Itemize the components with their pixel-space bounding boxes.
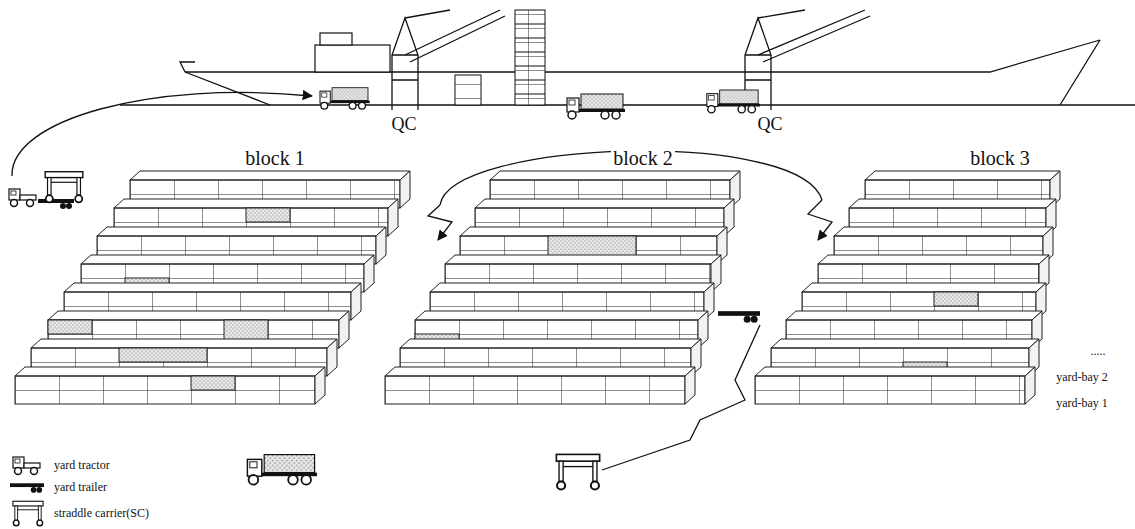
continuation-mark: ..... bbox=[1089, 345, 1108, 359]
crane-label: QC bbox=[755, 114, 784, 135]
vehicle bbox=[9, 172, 760, 490]
ship-bridge bbox=[320, 33, 352, 45]
legend-icon bbox=[10, 457, 44, 526]
block-label: block 1 bbox=[243, 147, 306, 170]
quay-crane bbox=[745, 10, 870, 110]
legend-label: straddle carrier(SC) bbox=[52, 507, 151, 521]
quay-line bbox=[120, 104, 1135, 105]
truck bbox=[320, 88, 370, 109]
legend-label: yard trailer bbox=[52, 481, 109, 495]
container-block bbox=[755, 171, 1060, 404]
yard-bay-label: yard-bay 2 bbox=[1054, 371, 1110, 385]
ship-bridge bbox=[315, 45, 390, 72]
truck bbox=[707, 90, 760, 113]
container-block bbox=[15, 171, 410, 404]
legend-label: yard tractor bbox=[52, 459, 112, 473]
yard-bay-label: yard-bay 1 bbox=[1054, 397, 1110, 411]
ship-stern bbox=[180, 62, 195, 72]
container-block bbox=[385, 171, 740, 404]
crane-label: QC bbox=[389, 114, 418, 135]
quay-crane bbox=[392, 10, 505, 110]
block-label: block 3 bbox=[968, 147, 1031, 170]
truck bbox=[567, 94, 625, 119]
ship bbox=[120, 10, 1135, 119]
movement-path bbox=[12, 92, 832, 470]
block-label: block 2 bbox=[611, 147, 674, 170]
